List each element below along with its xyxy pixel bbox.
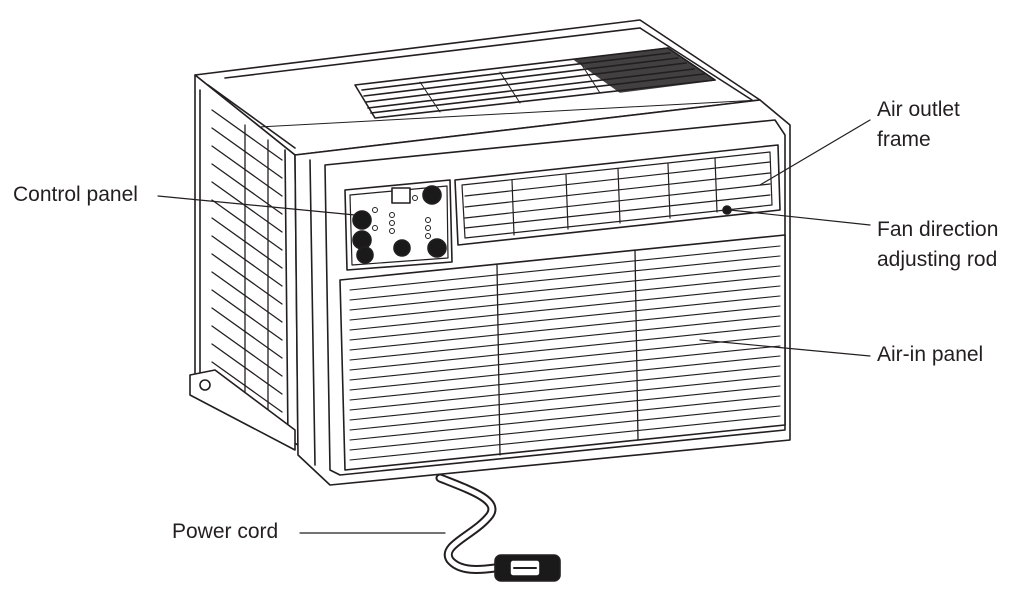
label-fan-direction-rod-line2: adjusting rod [877,248,998,271]
control-panel [344,179,453,271]
control-knob-1 [352,210,372,230]
label-air-in-panel-text: Air-in panel [877,343,984,366]
outlet-louvers [464,157,771,236]
control-knob-3 [356,246,374,264]
control-knob-2 [352,230,372,250]
indicator-lights [372,195,431,239]
label-fan-direction-rod-line1: Fan direction [877,218,999,241]
top-surface [194,19,761,156]
top-vent-grille [354,47,716,119]
label-fan-direction-rod: Fan direction adjusting rod [877,215,998,275]
label-power-cord-text: Power cord [172,520,279,543]
label-air-in-panel: Air-in panel [877,340,983,370]
label-control-panel: Control panel [13,180,138,210]
label-air-outlet-frame-line2: frame [877,128,931,151]
label-control-panel-text: Control panel [13,183,138,206]
control-knob-6 [393,239,411,257]
control-knob-4 [422,185,442,205]
leader-air-in-panel [699,339,871,357]
control-knob-5 [427,238,447,258]
plug [494,554,561,582]
leader-lines [157,119,871,534]
label-air-outlet-frame: Air outlet frame [877,95,960,155]
leader-control-panel [157,195,356,216]
air-outlet-frame [454,144,781,246]
label-power-cord: Power cord [172,517,278,547]
side-louvers [211,109,283,416]
label-air-outlet-frame-line1: Air outlet [877,98,960,121]
left-side-panel [189,74,299,451]
air-in-panel [339,234,786,471]
leader-fan-direction-rod [729,209,871,226]
leader-air-outlet-frame [759,119,871,186]
power-cord [435,473,561,582]
air-in-louvers [349,245,781,461]
display-window [391,187,411,204]
